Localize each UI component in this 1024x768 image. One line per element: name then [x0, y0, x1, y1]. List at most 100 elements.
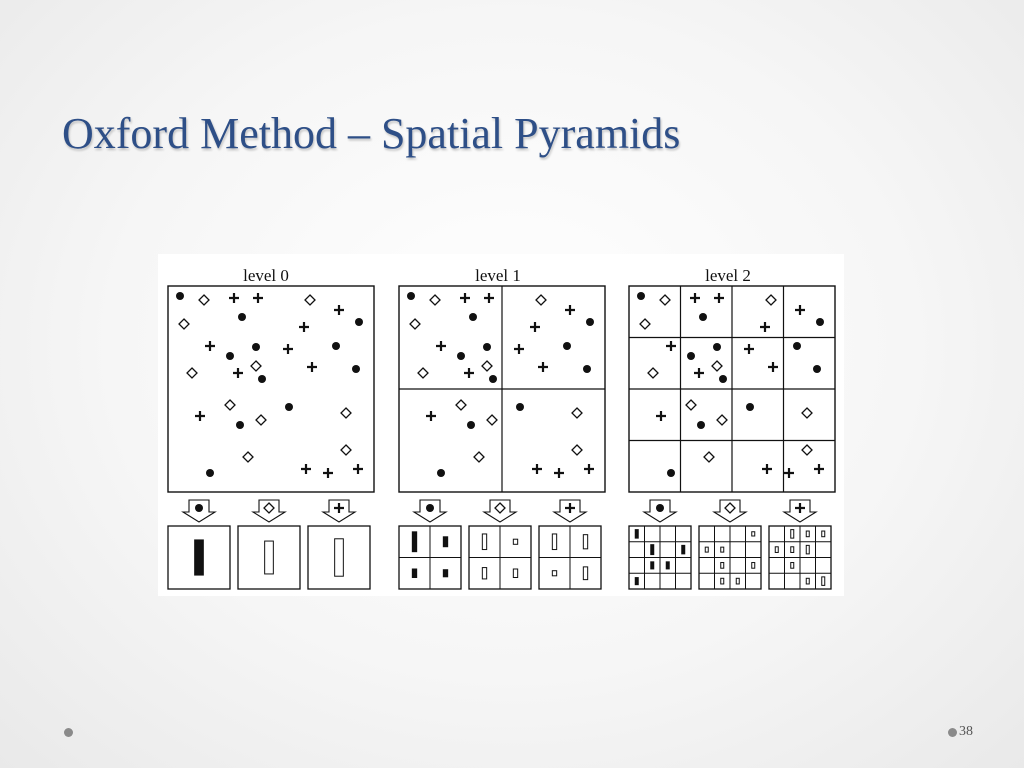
level-2-plus-histogram-bar [805, 544, 810, 555]
level-1-dot-histogram-bar [442, 536, 449, 548]
level-2-diamond-histogram-bar [751, 531, 756, 537]
spatial-pyramid-svg: level 0 level 1 level 2 [167, 266, 836, 590]
spatial-pyramid-figure: level 0 level 1 level 2 [158, 254, 844, 596]
level-2-diamond-histogram-bar [735, 577, 740, 585]
feature-dot [483, 343, 491, 351]
feature-dot [467, 421, 475, 429]
feature-diamond [242, 451, 254, 463]
feature-dot [252, 343, 260, 351]
feature-dot [793, 342, 801, 350]
feature-diamond [250, 360, 262, 372]
feature-plus [334, 305, 344, 315]
level-1-diamond-histogram-bar [481, 533, 488, 551]
feature-plus [253, 293, 263, 303]
level-0-plus-histogram-bar [334, 538, 344, 577]
feature-plus [233, 368, 243, 378]
feature-diamond [765, 294, 777, 306]
feature-diamond [659, 294, 671, 306]
feature-plus [323, 468, 333, 478]
feature-plus [514, 344, 524, 354]
level-0-dot-histogram-box [167, 525, 231, 590]
feature-diamond [304, 294, 316, 306]
page-number: 38 [959, 724, 973, 739]
level-2-plus-histogram-bar [821, 576, 826, 586]
feature-dot [719, 375, 727, 383]
feature-plus [229, 293, 239, 303]
feature-diamond [429, 294, 441, 306]
level-2-label: level 2 [705, 266, 751, 285]
feature-diamond [647, 367, 659, 379]
feature-dot [746, 403, 754, 411]
level-0-diamond-histogram-box [237, 525, 301, 590]
footer-bullet-right [948, 728, 957, 737]
feature-diamond [224, 399, 236, 411]
feature-diamond [639, 318, 651, 330]
level-2-dot-histogram-bar [681, 544, 686, 555]
feature-plus [436, 341, 446, 351]
level-1-plus-histogram-bar [582, 566, 589, 581]
feature-diamond [340, 407, 352, 419]
feature-plus [283, 344, 293, 354]
level-1-diamond-histogram-bar [512, 568, 519, 579]
level-2-diamond-histogram-bar [704, 546, 709, 553]
feature-plus [565, 305, 575, 315]
level-2-dot-histogram-bar [650, 544, 655, 556]
feature-plus [694, 368, 704, 378]
feature-diamond [703, 451, 715, 463]
feature-dot [285, 403, 293, 411]
feature-diamond [494, 502, 506, 514]
feature-dot [469, 313, 477, 321]
feature-dot [667, 469, 675, 477]
level-2-plus-histogram-bar [774, 546, 779, 553]
feature-plus [464, 368, 474, 378]
level-2-diamond-histogram-bar [720, 562, 725, 569]
feature-plus [195, 411, 205, 421]
level-1-diamond-arrow [482, 499, 518, 523]
level-2-plus-histogram-bar [821, 530, 826, 538]
feature-plus [353, 464, 363, 474]
feature-plus [301, 464, 311, 474]
feature-plus [744, 344, 754, 354]
level-0-plus-histogram-box [307, 525, 371, 590]
feature-dot [813, 365, 821, 373]
feature-dot [437, 469, 445, 477]
level-2-plus-histogram-bar [790, 562, 795, 569]
level-0-panel [167, 285, 375, 493]
feature-plus [584, 464, 594, 474]
feature-diamond [198, 294, 210, 306]
feature-plus [460, 293, 470, 303]
feature-diamond [571, 444, 583, 456]
level-2-diamond-arrow [712, 499, 748, 523]
level-1-dot-histogram-bar [411, 568, 418, 579]
level-2-plus-histogram-bar [805, 577, 810, 585]
feature-dot [656, 504, 664, 512]
feature-diamond [571, 407, 583, 419]
feature-dot [352, 365, 360, 373]
level-1-plus-histogram-bar [582, 534, 589, 550]
feature-diamond [716, 414, 728, 426]
feature-plus [565, 503, 575, 513]
feature-dot [637, 292, 645, 300]
feature-diamond [473, 451, 485, 463]
feature-dot [238, 313, 246, 321]
feature-dot [697, 421, 705, 429]
level-2-diamond-histogram-bar [720, 546, 725, 553]
footer-bullet-left [64, 728, 73, 737]
level-0-diamond-histogram-bar [264, 540, 274, 575]
feature-diamond [685, 399, 697, 411]
slide-title: Oxford Method – Spatial Pyramids [62, 109, 681, 158]
feature-diamond [417, 367, 429, 379]
feature-diamond [455, 399, 467, 411]
level-2-diamond-histogram-bar [751, 562, 756, 569]
feature-plus [426, 411, 436, 421]
feature-dot [816, 318, 824, 326]
feature-plus [205, 341, 215, 351]
feature-diamond [409, 318, 421, 330]
feature-dot [713, 343, 721, 351]
feature-diamond [263, 502, 275, 514]
feature-plus [814, 464, 824, 474]
level-1-dot-histogram-bar [411, 531, 418, 553]
level-1-diamond-histogram-bar [481, 567, 488, 580]
feature-plus [690, 293, 700, 303]
feature-dot [236, 421, 244, 429]
